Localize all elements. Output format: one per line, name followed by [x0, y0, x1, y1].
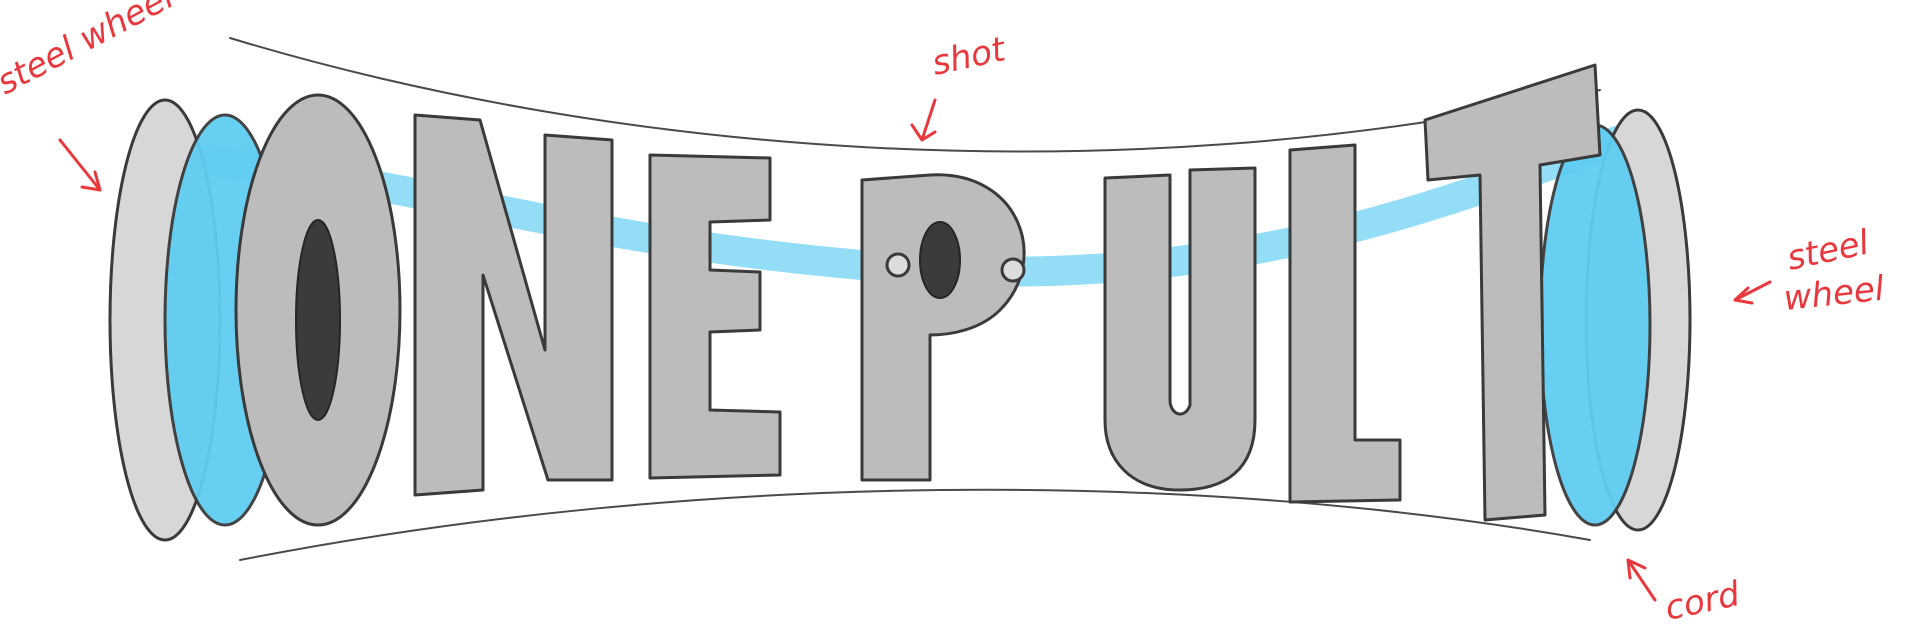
letter-p [860, 173, 1026, 482]
annotation-shot-text: shot [929, 29, 1011, 84]
annotation-cord-text: cord [1662, 574, 1744, 629]
letter-e [648, 153, 782, 480]
annotation-cord: cord [1626, 558, 1744, 629]
annotation-steel-wheel-left-text: steel wheel [0, 0, 181, 103]
annotation-steel-wheel-right: steel wheel [1733, 222, 1887, 319]
letter-u [1103, 166, 1257, 492]
right-wheel [1538, 108, 1692, 532]
letter-o [234, 93, 402, 527]
arrow-steel-wheel-right [1733, 280, 1772, 305]
bottom-guide-curve [239, 488, 1591, 561]
right-wheel-blue [1538, 123, 1652, 527]
arrow-shot [910, 98, 937, 142]
top-guide-curve [229, 37, 1601, 153]
annotation-shot: shot [910, 29, 1011, 142]
arrow-cord [1626, 558, 1657, 602]
shot-marker-left [885, 252, 911, 278]
letter-t [1423, 63, 1602, 522]
letter-l [1288, 143, 1402, 504]
letter-n [413, 113, 614, 497]
arrow-steel-wheel-left [58, 138, 102, 192]
shot-marker-right [1000, 257, 1026, 283]
